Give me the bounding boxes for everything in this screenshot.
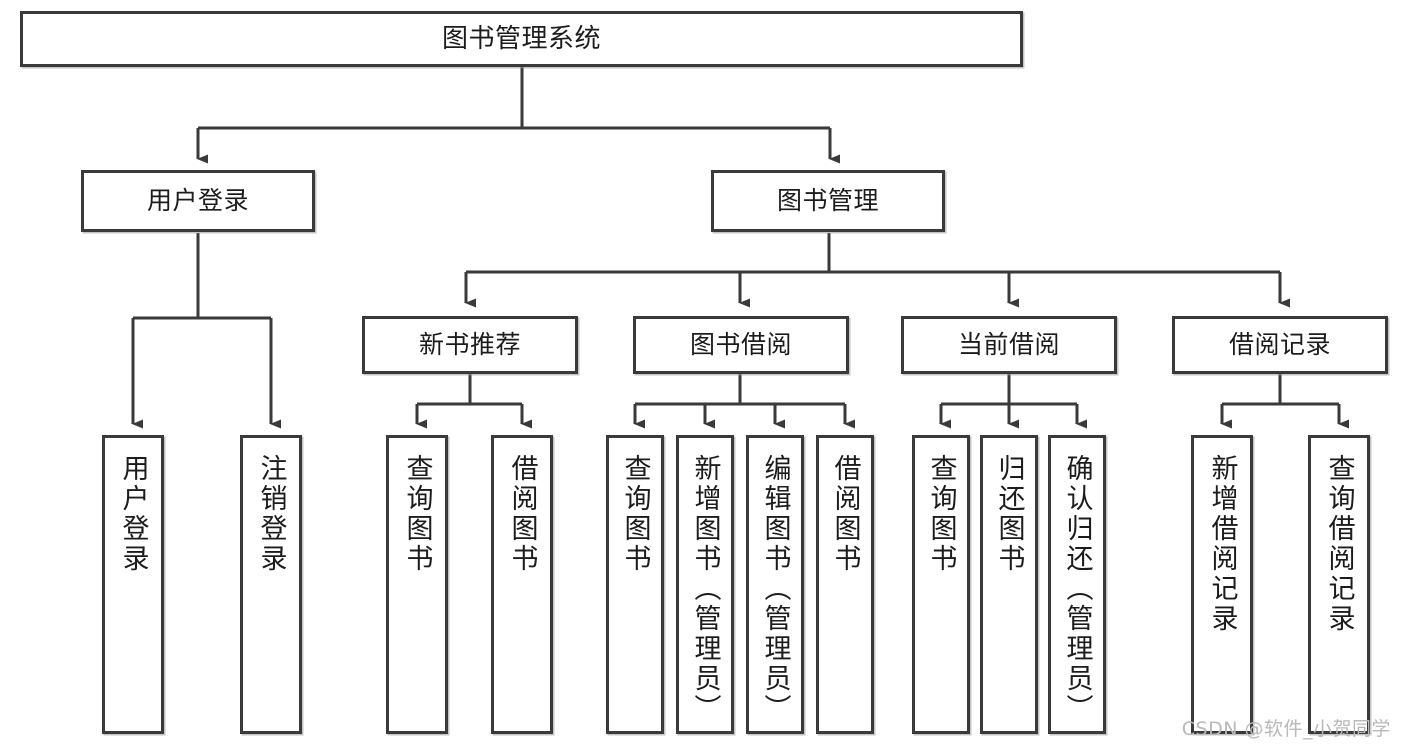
node-leaf-query-book[interactable]: 查询图书 — [606, 435, 664, 734]
node-leaf-borrow-book-new[interactable]: 借阅图书 — [491, 435, 553, 734]
node-new-book-recommend[interactable]: 新书推荐 — [362, 316, 578, 374]
node-leaf-borrow-book[interactable]: 借阅图书 — [816, 435, 874, 734]
node-label: 借阅图书 — [506, 454, 538, 574]
node-label: 查询图书 — [925, 454, 957, 574]
node-leaf-return-book[interactable]: 归还图书 — [980, 435, 1038, 734]
node-book-management[interactable]: 图书管理 — [711, 170, 945, 232]
node-label: 新书推荐 — [418, 330, 521, 360]
node-label: 编辑图书（管理员） — [759, 454, 791, 724]
node-label: 查询图书 — [401, 454, 433, 574]
node-label: 图书管理 — [776, 186, 879, 216]
node-label: 新增图书（管理员） — [689, 454, 721, 724]
node-leaf-user-login[interactable]: 用户登录 — [102, 435, 164, 734]
node-book-borrow[interactable]: 图书借阅 — [633, 316, 849, 374]
node-label: 查询图书 — [619, 454, 651, 574]
node-borrow-record[interactable]: 借阅记录 — [1172, 316, 1388, 374]
node-label: 图书管理系统 — [441, 23, 601, 54]
node-label: 当前借阅 — [957, 330, 1060, 360]
node-leaf-query-borrow-record[interactable]: 查询借阅记录 — [1308, 435, 1370, 734]
node-label: 确认归还（管理员） — [1061, 454, 1093, 724]
node-label: 用户登录 — [146, 186, 249, 216]
node-leaf-confirm-return-admin[interactable]: 确认归还（管理员） — [1048, 435, 1106, 734]
node-label: 用户登录 — [117, 454, 149, 574]
node-label: 新增借阅记录 — [1206, 454, 1238, 634]
node-label: 借阅图书 — [829, 454, 861, 574]
node-root-book-management-system[interactable]: 图书管理系统 — [20, 11, 1023, 67]
node-leaf-add-book-admin[interactable]: 新增图书（管理员） — [676, 435, 734, 734]
watermark: CSDN @软件_小贺同学 — [1181, 718, 1391, 740]
node-leaf-edit-book-admin[interactable]: 编辑图书（管理员） — [746, 435, 804, 734]
node-leaf-query-book-new[interactable]: 查询图书 — [386, 435, 448, 734]
node-leaf-logout[interactable]: 注销登录 — [240, 435, 302, 734]
node-current-borrow[interactable]: 当前借阅 — [901, 316, 1117, 374]
node-label: 注销登录 — [255, 454, 287, 574]
node-leaf-add-borrow-record[interactable]: 新增借阅记录 — [1191, 435, 1253, 734]
node-label: 查询借阅记录 — [1323, 454, 1355, 634]
node-leaf-query-book-current[interactable]: 查询图书 — [912, 435, 970, 734]
node-user-login[interactable]: 用户登录 — [81, 170, 315, 232]
node-label: 图书借阅 — [689, 330, 792, 360]
node-label: 归还图书 — [993, 454, 1025, 574]
node-label: 借阅记录 — [1228, 330, 1331, 360]
